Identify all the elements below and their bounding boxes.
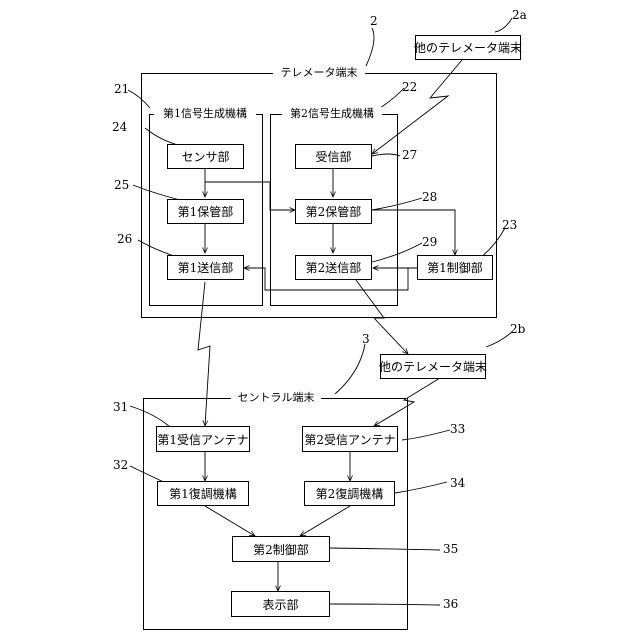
- ref-31: 31: [113, 400, 128, 414]
- ref-2b: 2b: [510, 322, 525, 336]
- ref-2: 2: [370, 14, 378, 28]
- other-telemeter-terminal-b: 他のテレメータ端末: [380, 354, 486, 379]
- other-telemeter-terminal-a: 他のテレメータ端末: [415, 35, 521, 60]
- ref-35: 35: [443, 542, 458, 556]
- ref-32: 32: [113, 458, 128, 472]
- receive-antenna-2: 第2受信アンテナ: [302, 426, 398, 452]
- sensor-unit: センサ部: [167, 144, 244, 169]
- ref-21: 21: [114, 82, 129, 96]
- ref-3: 3: [362, 332, 370, 346]
- central-terminal-title: セントラル端末: [231, 391, 321, 405]
- storage-unit-2: 第2保管部: [295, 199, 372, 224]
- ref-24: 24: [112, 120, 127, 134]
- ref-26: 26: [117, 232, 132, 246]
- ref-33: 33: [450, 422, 465, 436]
- control-unit-2: 第2制御部: [232, 536, 330, 562]
- storage-unit-1: 第1保管部: [167, 199, 244, 224]
- receiver-unit: 受信部: [295, 144, 372, 169]
- receive-antenna-1: 第1受信アンテナ: [156, 426, 250, 452]
- ref-2a: 2a: [512, 8, 527, 22]
- ref-34: 34: [450, 476, 465, 490]
- ref-36: 36: [443, 597, 458, 611]
- display-unit: 表示部: [231, 591, 330, 617]
- signal-gen-1-title: 第1信号生成機構: [154, 107, 256, 121]
- sender-unit-2: 第2送信部: [295, 255, 372, 280]
- demodulator-1: 第1復調機構: [157, 481, 249, 506]
- control-unit-1: 第1制御部: [417, 255, 493, 280]
- demodulator-2: 第2復調機構: [304, 481, 395, 506]
- ref-25: 25: [114, 178, 129, 192]
- signal-gen-2-title: 第2信号生成機構: [282, 107, 382, 121]
- telemeter-terminal-title: テレメータ端末: [273, 66, 365, 80]
- sender-unit-1: 第1送信部: [167, 255, 244, 280]
- ref-23: 23: [502, 218, 517, 232]
